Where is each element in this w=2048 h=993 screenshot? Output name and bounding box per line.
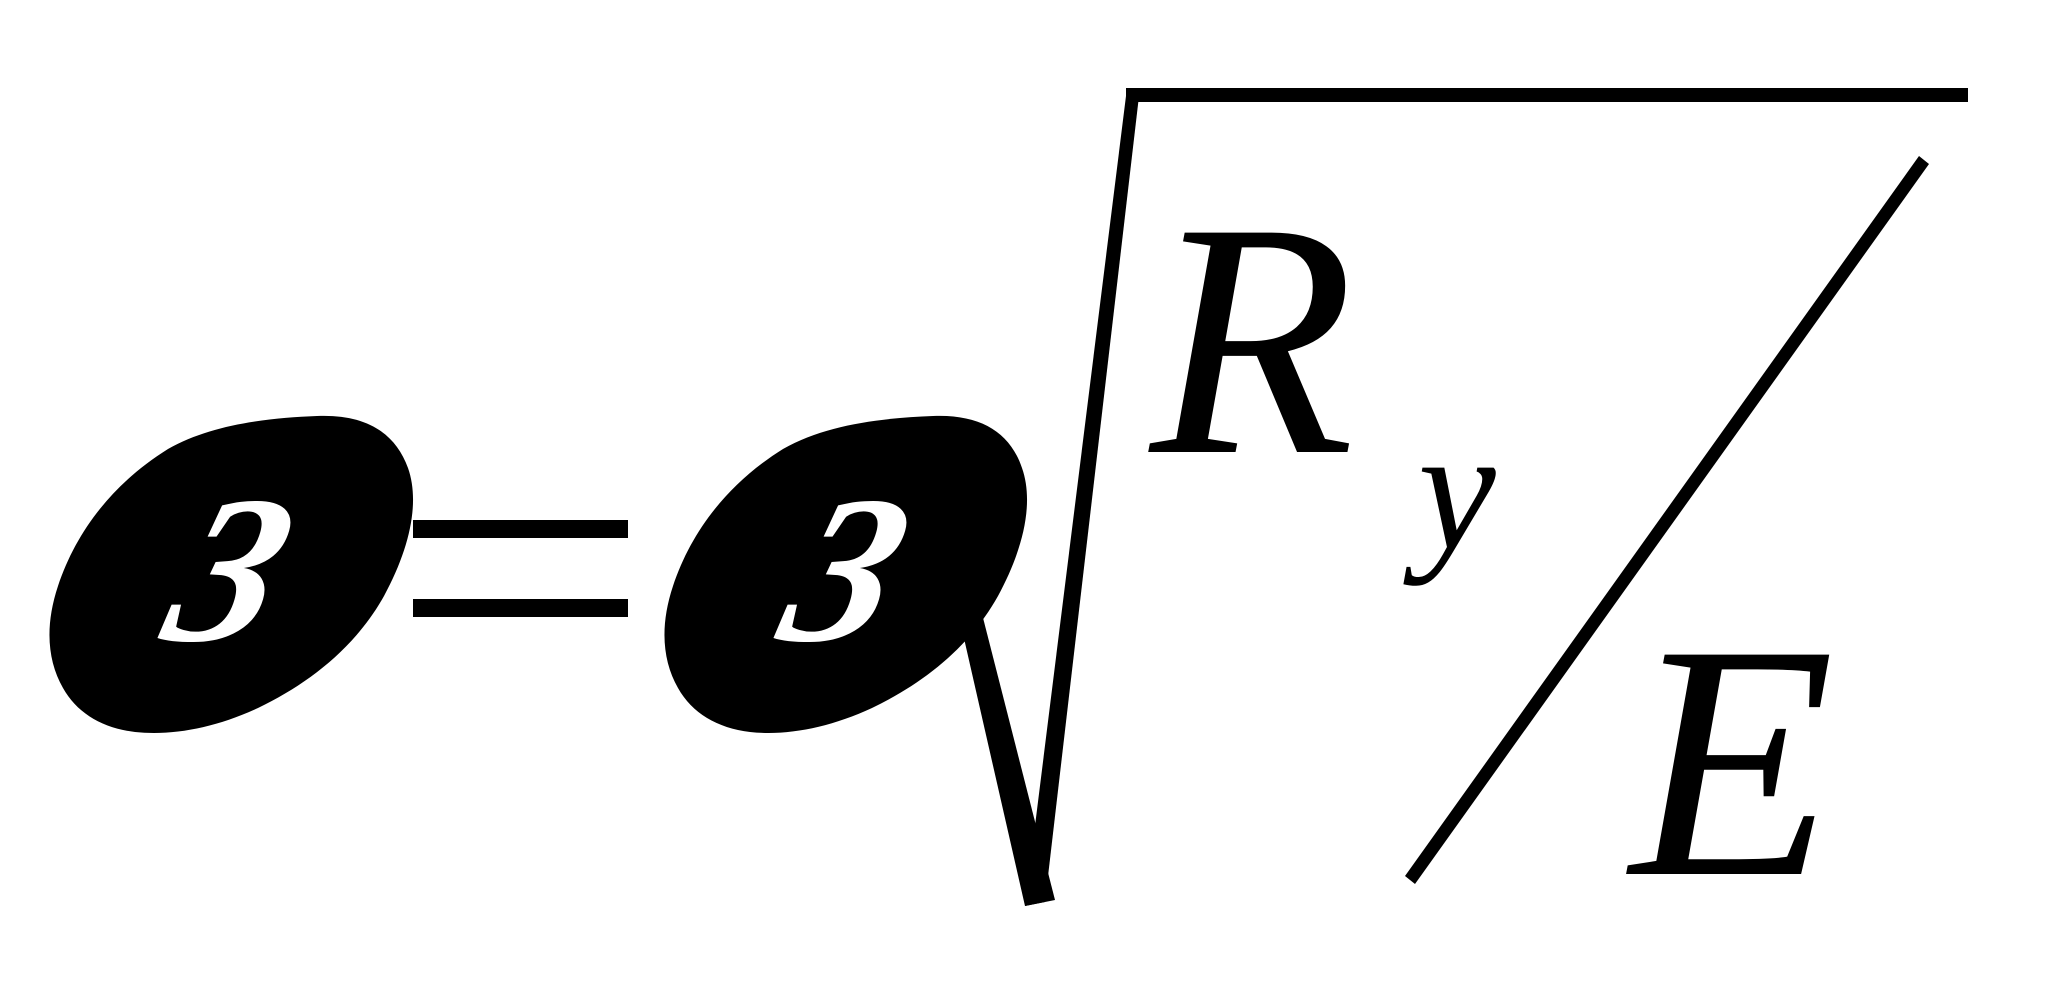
fraction-slash: [1405, 156, 1929, 884]
lhs-symbol: 3: [49, 415, 414, 733]
numerator-base: R: [1145, 154, 1355, 525]
equals-bottom-bar: [413, 599, 628, 617]
radical-tick: [958, 606, 1055, 906]
lhs-symbol-blob: [49, 415, 414, 733]
radical-stem: [1025, 96, 1139, 906]
numerator-subscript: y: [1403, 392, 1496, 586]
radical-vinculum: [1126, 88, 1968, 102]
equals-top-bar: [413, 520, 628, 538]
rhs-coefficient-symbol: 3: [664, 415, 1028, 733]
denominator: E: [1625, 576, 1835, 947]
equals-sign: [413, 520, 628, 617]
rhs-symbol-blob: [664, 415, 1028, 733]
radical-sign: [958, 88, 1968, 906]
numerator: R y: [1145, 154, 1496, 586]
